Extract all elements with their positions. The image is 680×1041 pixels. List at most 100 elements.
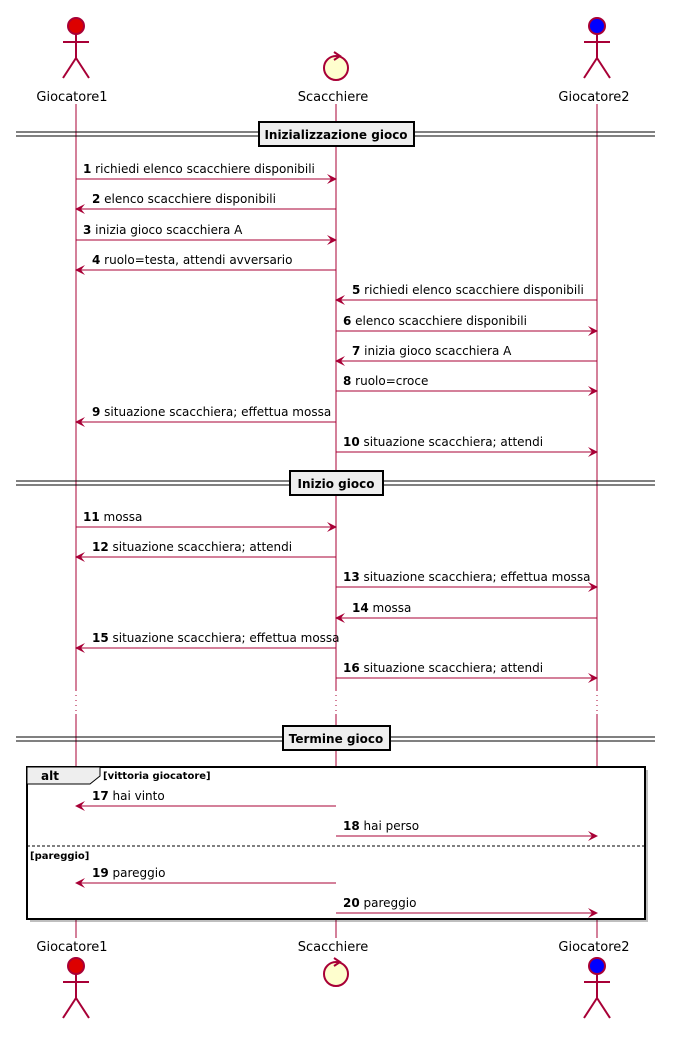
message-17: 17 hai vinto xyxy=(75,789,336,811)
message-1: 1 richiedi elenco scacchiere disponibili xyxy=(76,162,337,184)
message-number: 19 xyxy=(92,866,109,880)
message-text: mossa xyxy=(369,601,412,615)
message-number: 18 xyxy=(343,819,360,833)
message-label: 7 inizia gioco scacchiera A xyxy=(352,344,512,358)
message-18: 18 hai perso xyxy=(336,819,598,841)
message-7: 7 inizia gioco scacchiera A xyxy=(335,344,597,366)
divider-inizio: Inizio gioco xyxy=(16,470,655,496)
message-3: 3 inizia gioco scacchiera A xyxy=(76,223,337,245)
participant-giocatore2-bottom: Giocatore2 xyxy=(558,940,630,1019)
message-label: 5 richiedi elenco scacchiere disponibili xyxy=(352,283,584,297)
message-text: situazione scacchiera; attendi xyxy=(109,540,292,554)
messages: 1 richiedi elenco scacchiere disponibili… xyxy=(75,162,598,918)
message-19: 19 pareggio xyxy=(75,866,336,888)
message-text: elenco scacchiere disponibili xyxy=(100,192,276,206)
message-number: 17 xyxy=(92,789,109,803)
message-text: situazione scacchiera; attendi xyxy=(360,435,543,449)
message-label: 11 mossa xyxy=(83,510,142,524)
message-number: 3 xyxy=(83,223,91,237)
message-text: richiedi elenco scacchiere disponibili xyxy=(91,162,315,176)
message-text: situazione scacchiera; effettua mossa xyxy=(109,631,340,645)
message-8: 8 ruolo=croce xyxy=(336,374,598,396)
message-label: 1 richiedi elenco scacchiere disponibili xyxy=(83,162,315,176)
message-number: 7 xyxy=(352,344,360,358)
message-label: 12 situazione scacchiera; attendi xyxy=(92,540,292,554)
participant-label: Giocatore1 xyxy=(36,940,107,955)
message-number: 9 xyxy=(92,405,100,419)
message-label: 2 elenco scacchiere disponibili xyxy=(92,192,276,206)
message-number: 12 xyxy=(92,540,109,554)
message-number: 1 xyxy=(83,162,91,176)
participant-giocatore1-top: Giocatore1 xyxy=(36,17,108,105)
message-text: hai perso xyxy=(360,819,419,833)
participant-scacchiere-bottom: Scacchiere xyxy=(298,940,369,987)
control-icon xyxy=(323,957,349,987)
message-label: 9 situazione scacchiera; effettua mossa xyxy=(92,405,331,419)
message-label: 18 hai perso xyxy=(343,819,419,833)
message-text: hai vinto xyxy=(109,789,165,803)
message-text: situazione scacchiera; attendi xyxy=(360,661,543,675)
message-5: 5 richiedi elenco scacchiere disponibili xyxy=(335,283,597,305)
message-number: 6 xyxy=(343,314,351,328)
message-11: 11 mossa xyxy=(76,510,337,532)
message-number: 15 xyxy=(92,631,109,645)
message-label: 10 situazione scacchiera; attendi xyxy=(343,435,543,449)
message-label: 14 mossa xyxy=(352,601,411,615)
message-number: 4 xyxy=(92,253,100,267)
participant-scacchiere-top: Scacchiere xyxy=(298,51,369,105)
message-text: elenco scacchiere disponibili xyxy=(351,314,527,328)
message-10: 10 situazione scacchiera; attendi xyxy=(336,435,598,457)
message-9: 9 situazione scacchiera; effettua mossa xyxy=(75,405,336,427)
message-6: 6 elenco scacchiere disponibili xyxy=(336,314,598,336)
message-label: 6 elenco scacchiere disponibili xyxy=(343,314,527,328)
message-12: 12 situazione scacchiera; attendi xyxy=(75,540,336,562)
actor-icon xyxy=(583,957,611,1019)
message-16: 16 situazione scacchiera; attendi xyxy=(336,661,598,683)
message-label: 17 hai vinto xyxy=(92,789,165,803)
message-label: 15 situazione scacchiera; effettua mossa xyxy=(92,631,340,645)
message-label: 16 situazione scacchiera; attendi xyxy=(343,661,543,675)
message-text: ruolo=testa, attendi avversario xyxy=(100,253,292,267)
actor-icon xyxy=(62,17,90,79)
divider-label: Inizio gioco xyxy=(298,477,375,491)
message-20: 20 pareggio xyxy=(336,896,598,918)
message-label: 4 ruolo=testa, attendi avversario xyxy=(92,253,292,267)
participant-label: Giocatore2 xyxy=(558,940,629,955)
divider-termine: Termine gioco xyxy=(16,725,655,751)
message-text: pareggio xyxy=(360,896,417,910)
message-number: 5 xyxy=(352,283,360,297)
message-2: 2 elenco scacchiere disponibili xyxy=(75,192,336,214)
participant-label: Giocatore2 xyxy=(558,90,629,105)
message-text: ruolo=croce xyxy=(351,374,428,388)
actor-icon xyxy=(583,17,611,79)
alt-guard-1: [vittoria giocatore] xyxy=(103,771,211,782)
message-text: pareggio xyxy=(109,866,166,880)
message-text: mossa xyxy=(100,510,143,524)
message-number: 2 xyxy=(92,192,100,206)
message-label: 19 pareggio xyxy=(92,866,165,880)
message-text: situazione scacchiera; effettua mossa xyxy=(360,570,591,584)
message-number: 20 xyxy=(343,896,360,910)
divider-label: Inizializzazione gioco xyxy=(264,128,407,142)
participant-label: Giocatore1 xyxy=(36,90,107,105)
message-text: inizia gioco scacchiera A xyxy=(360,344,512,358)
message-label: 3 inizia gioco scacchiera A xyxy=(83,223,243,237)
participant-giocatore1-bottom: Giocatore1 xyxy=(36,940,108,1019)
message-text: inizia gioco scacchiera A xyxy=(91,223,243,237)
message-number: 11 xyxy=(83,510,100,524)
message-number: 16 xyxy=(343,661,360,675)
message-text: richiedi elenco scacchiere disponibili xyxy=(360,283,584,297)
message-13: 13 situazione scacchiera; effettua mossa xyxy=(336,570,598,592)
actor-icon xyxy=(62,957,90,1019)
participant-label: Scacchiere xyxy=(298,940,369,955)
message-number: 13 xyxy=(343,570,360,584)
message-number: 10 xyxy=(343,435,360,449)
message-text: situazione scacchiera; effettua mossa xyxy=(100,405,331,419)
message-number: 14 xyxy=(352,601,369,615)
alt-keyword: alt xyxy=(41,769,59,783)
alt-fragment: alt [vittoria giocatore] [pareggio] xyxy=(26,766,648,922)
divider-inizializzazione: Inizializzazione gioco xyxy=(16,121,655,147)
participant-label: Scacchiere xyxy=(298,90,369,105)
message-14: 14 mossa xyxy=(335,601,597,623)
